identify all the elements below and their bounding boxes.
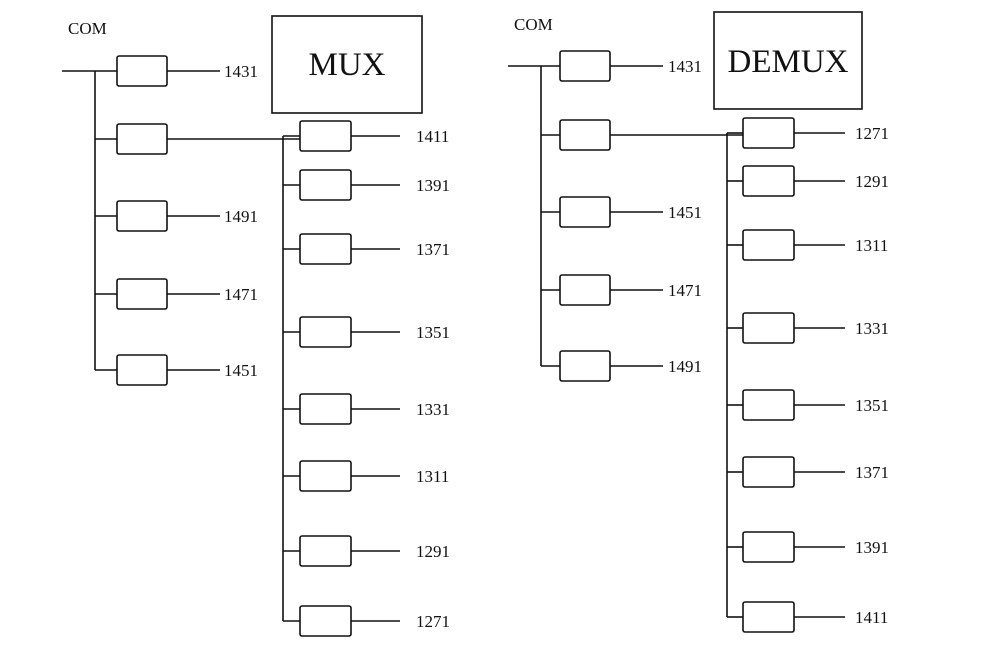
wavelength-label: 1331 xyxy=(416,400,450,419)
wavelength-label: 1471 xyxy=(224,285,258,304)
wavelength-label: 1471 xyxy=(668,281,702,300)
wavelength-label: 1451 xyxy=(668,203,702,222)
wavelength-label: 1491 xyxy=(668,357,702,376)
com-label: COM xyxy=(68,19,107,38)
filter-box xyxy=(742,531,795,563)
filter-box xyxy=(299,169,352,201)
wavelength-label: 1311 xyxy=(416,467,449,486)
wavelength-label: 1491 xyxy=(224,207,258,226)
filter-box xyxy=(116,123,168,155)
filter-box xyxy=(116,200,168,232)
filter-box xyxy=(116,278,168,310)
wavelength-label: 1291 xyxy=(416,542,450,561)
filter-box xyxy=(559,50,611,82)
filter-box xyxy=(742,117,795,149)
wavelength-label: 1291 xyxy=(855,172,889,191)
device-title: DEMUX xyxy=(728,44,849,80)
filter-box xyxy=(299,120,352,152)
filter-box xyxy=(742,389,795,421)
filter-box xyxy=(742,229,795,261)
filter-box xyxy=(559,350,611,382)
wavelength-label: 1311 xyxy=(855,236,888,255)
filter-box xyxy=(742,312,795,344)
wavelength-label: 1331 xyxy=(855,319,889,338)
filter-box xyxy=(742,165,795,197)
filter-box xyxy=(559,274,611,306)
wavelength-label: 1411 xyxy=(416,127,449,146)
filter-box xyxy=(299,393,352,425)
filter-box xyxy=(559,196,611,228)
wavelength-label: 1431 xyxy=(224,62,258,81)
filter-box xyxy=(299,233,352,265)
device-box xyxy=(271,15,423,114)
wavelength-label: 1351 xyxy=(855,396,889,415)
wavelength-label: 1371 xyxy=(416,240,450,259)
com-label: COM xyxy=(514,15,553,34)
wavelength-label: 1391 xyxy=(855,538,889,557)
wavelength-label: 1271 xyxy=(416,612,450,631)
mux-diagram: COM MUX 1431 1491 1471 1451 1411 1391 1371 1351 13… xyxy=(62,15,450,637)
device-title: MUX xyxy=(308,47,385,83)
wavelength-label: 1391 xyxy=(416,176,450,195)
filter-box xyxy=(559,119,611,151)
filter-box xyxy=(299,535,352,567)
wavelength-label: 1431 xyxy=(668,57,702,76)
filter-box xyxy=(116,55,168,87)
wavelength-label: 1351 xyxy=(416,323,450,342)
wavelength-label: 1271 xyxy=(855,124,889,143)
wavelength-label: 1371 xyxy=(855,463,889,482)
demux-diagram: COM DEMUX 1431 1451 1471 1491 1271 1291 1311 1331… xyxy=(508,11,889,633)
wavelength-label: 1451 xyxy=(224,361,258,380)
filter-box xyxy=(299,316,352,348)
filter-box xyxy=(299,605,352,637)
filter-box xyxy=(116,354,168,386)
wavelength-label: 1411 xyxy=(855,608,888,627)
filter-box xyxy=(742,456,795,488)
device-box xyxy=(713,11,863,110)
filter-box xyxy=(742,601,795,633)
filter-box xyxy=(299,460,352,492)
